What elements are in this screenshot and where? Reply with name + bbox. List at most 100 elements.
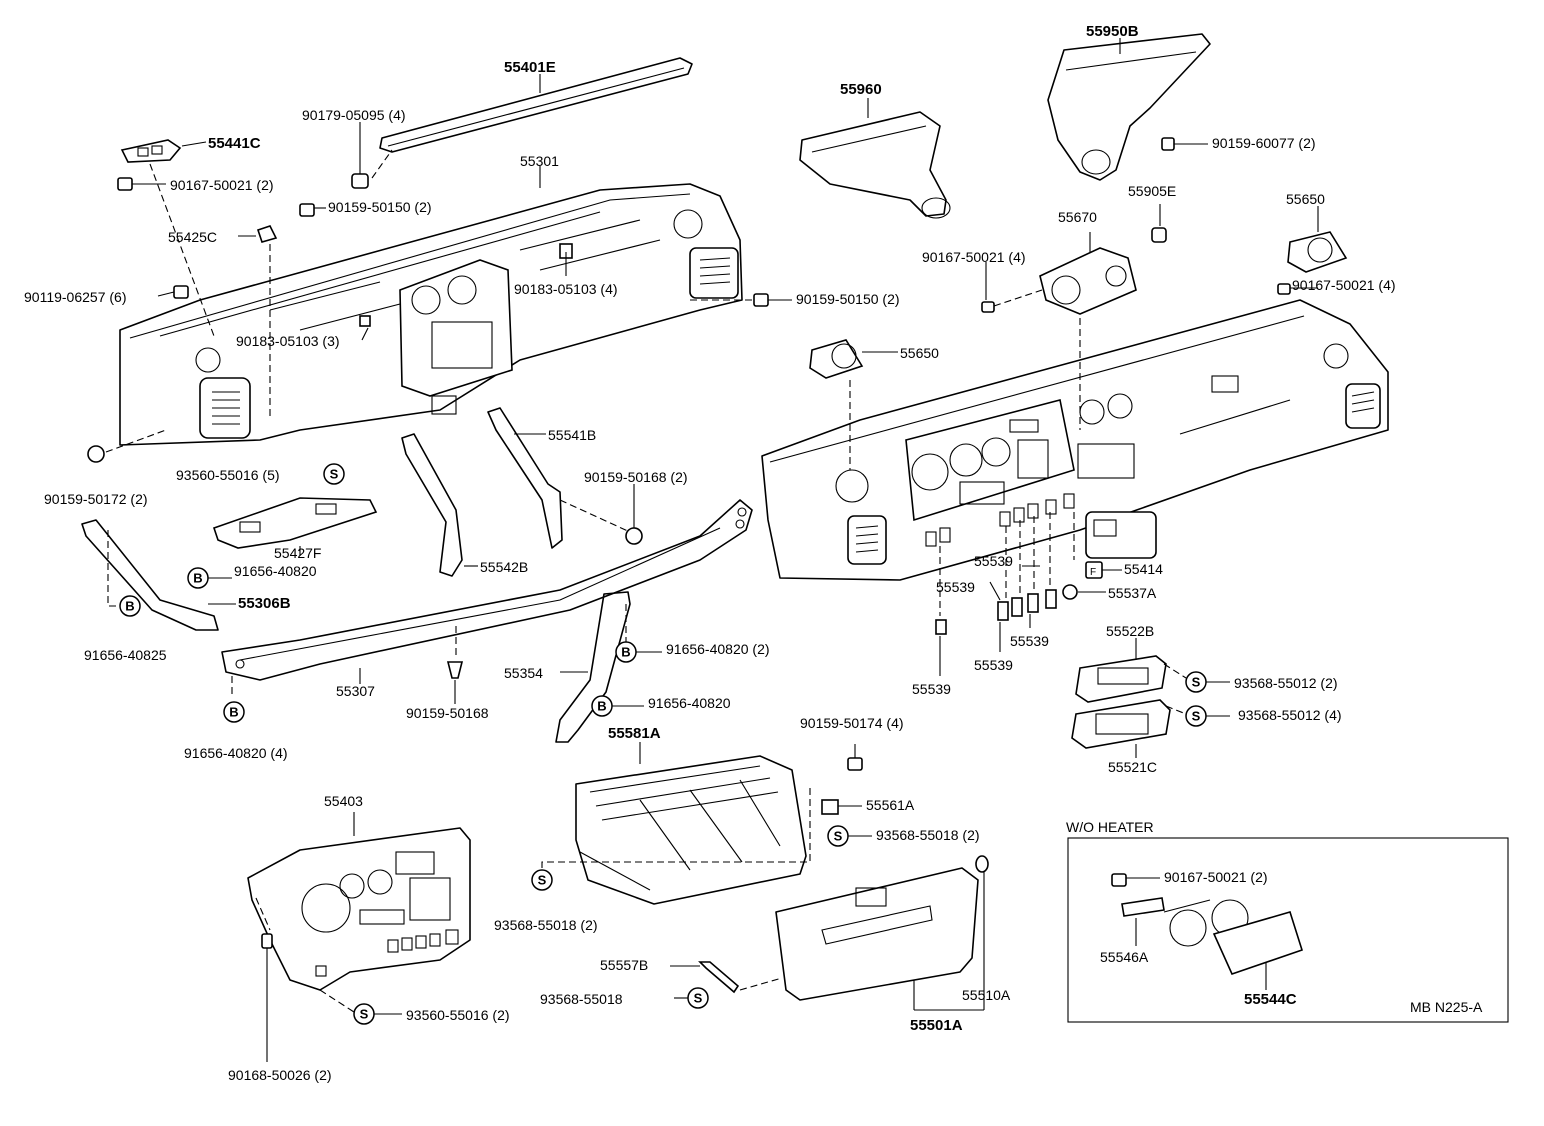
symbol-s-4: S: [827, 825, 849, 847]
part-90159-bolt-b: [753, 293, 792, 307]
label-90159-168-a: 90159-50168 (2): [584, 469, 688, 485]
part-90167-screw-b: [981, 262, 1043, 313]
label-55521c: 55521C: [1108, 759, 1157, 775]
label-55950b: 55950B: [1086, 23, 1139, 40]
label-55539-e: 55539: [912, 681, 951, 697]
label-90159-172: 90159-50172 (2): [44, 491, 148, 507]
part-55650-vent-left: [809, 339, 898, 379]
label-91656-825: 91656-40825: [84, 647, 167, 663]
svg-text:B: B: [621, 645, 630, 660]
label-93560-b: 93560-55016 (2): [406, 1007, 510, 1023]
label-91656-a: 91656-40820: [234, 563, 317, 579]
wo-heater-box: [1067, 837, 1509, 1023]
label-93568-012-b: 93568-55012 (4): [1238, 707, 1342, 723]
label-90179: 90179-05095 (4): [302, 107, 406, 123]
part-55414: F: [1073, 512, 1122, 579]
symbol-s-5: S: [531, 869, 553, 891]
svg-text:S: S: [330, 467, 339, 482]
label-55301: 55301: [520, 153, 559, 169]
label-55307: 55307: [336, 683, 375, 699]
part-55650-vent-right: [1287, 206, 1348, 273]
label-90167-d: 90167-50021 (2): [1164, 869, 1268, 885]
part-90179-clip: [351, 122, 369, 189]
svg-text:S: S: [360, 1007, 369, 1022]
label-55522b: 55522B: [1106, 623, 1154, 639]
svg-text:S: S: [694, 991, 703, 1006]
label-ref-code: MB N225-A: [1410, 999, 1483, 1015]
symbol-s-2: S: [1185, 671, 1207, 693]
label-55557b: 55557B: [600, 957, 648, 973]
part-55541b-bracket: [487, 407, 563, 549]
symbol-leaders: [208, 577, 1230, 1015]
label-93568-018-c: 93568-55018: [540, 991, 623, 1007]
part-90159-bolt-d: [625, 484, 643, 545]
label-90167-a: 90167-50021 (2): [170, 177, 274, 193]
label-90159-60077: 90159-60077 (2): [1212, 135, 1316, 151]
part-55905e: [1151, 204, 1167, 243]
symbol-s-7: S: [353, 1003, 375, 1025]
label-55581a: 55581A: [608, 725, 661, 742]
label-90183-a: 90183-05103 (4): [514, 281, 618, 297]
label-wo-heater: W/O HEATER: [1066, 819, 1154, 835]
label-90183-b: 90183-05103 (3): [236, 333, 340, 349]
label-55537a: 55537A: [1108, 585, 1157, 601]
label-55546a: 55546A: [1100, 949, 1149, 965]
part-55301-dash-frame: [119, 183, 743, 446]
label-55441c: 55441C: [208, 135, 261, 152]
dashed-guide: [371, 149, 393, 179]
part-55403-bezel: [247, 812, 471, 1013]
label-55650-a: 55650: [900, 345, 939, 361]
dashed-guide: [149, 163, 215, 337]
label-90159-174: 90159-50174 (4): [800, 715, 904, 731]
label-55561a: 55561A: [866, 797, 915, 813]
part-90159-bolt-c: [87, 429, 167, 463]
part-55522b: [1075, 638, 1187, 703]
part-90168-screw: [261, 933, 273, 1062]
symbol-s-6: S: [687, 987, 709, 1009]
label-55539-c: 55539: [1010, 633, 1049, 649]
part-55950b-duct: [1047, 33, 1211, 181]
leader: [361, 327, 369, 341]
label-90167-c: 90167-50021 (4): [1292, 277, 1396, 293]
dashed-guide: [559, 499, 631, 533]
label-55510a: 55510A: [962, 987, 1011, 1003]
part-55537a: [1062, 584, 1106, 600]
label-90159-150-b: 90159-50150 (2): [796, 291, 900, 307]
part-55521c: [1071, 699, 1187, 758]
label-90159-168-b: 90159-50168: [406, 705, 489, 721]
symbol-b-4: B: [591, 695, 613, 717]
part-55307-crossbar: [221, 499, 753, 698]
label-55542b: 55542B: [480, 559, 528, 575]
label-90168: 90168-50026 (2): [228, 1067, 332, 1083]
label-55905e: 55905E: [1128, 183, 1176, 199]
part-55539-switches: [935, 512, 1057, 676]
svg-text:B: B: [597, 699, 606, 714]
label-55306b: 55306B: [238, 595, 291, 612]
symbol-b-1: B: [187, 567, 209, 589]
svg-text:B: B: [125, 599, 134, 614]
label-55401e: 55401E: [504, 59, 556, 76]
label-90159-150-a: 90159-50150 (2): [328, 199, 432, 215]
svg-text:S: S: [1192, 675, 1201, 690]
label-55544c: 55544C: [1244, 991, 1297, 1008]
part-90159-bolt-a: [299, 203, 326, 217]
label-55539-a: 55539: [974, 553, 1013, 569]
part-labels: 55401E 90179-05095 (4) 55441C 90167-5002…: [24, 23, 1483, 1083]
part-90119-clip: [157, 285, 189, 299]
part-55960-duct: [799, 111, 951, 219]
svg-text:S: S: [538, 873, 547, 888]
part-55542b-bracket: [401, 433, 478, 577]
label-93560-a: 93560-55016 (5): [176, 467, 280, 483]
symbol-b-2: B: [119, 595, 141, 617]
label-55425c: 55425C: [168, 229, 217, 245]
part-90167-screw-c: [1277, 283, 1318, 295]
label-55539-d: 55539: [974, 657, 1013, 673]
part-90159-bolt-f: [541, 744, 863, 876]
svg-text:B: B: [193, 571, 202, 586]
label-55501a: 55501A: [910, 1017, 963, 1034]
label-55650-b: 55650: [1286, 191, 1325, 207]
symbol-s-3: S: [1185, 705, 1207, 727]
part-55670-switch: [1039, 232, 1137, 315]
label-55670: 55670: [1058, 209, 1097, 225]
